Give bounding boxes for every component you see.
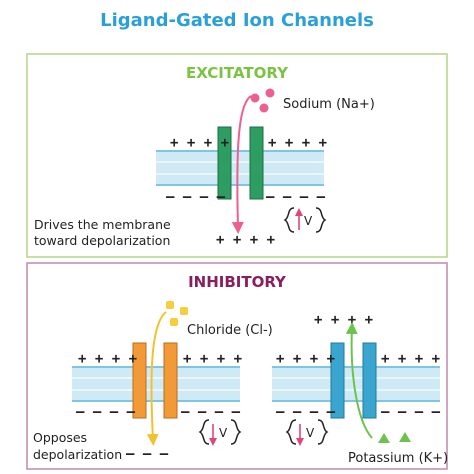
inhibitory-left-voltage-label: V bbox=[219, 426, 228, 440]
chloride-ions bbox=[166, 301, 188, 326]
potassium-channel-left bbox=[330, 342, 345, 419]
excitatory-top-charges-left: + + + + bbox=[170, 135, 229, 151]
potassium-efflux-arrow bbox=[345, 322, 373, 439]
inhibitory-caption-line1: Opposes bbox=[33, 430, 87, 445]
inhibitory-right-top-charges-left: + + + + bbox=[276, 351, 335, 367]
excitatory-top-charges-right: + + + + bbox=[268, 135, 327, 151]
chloride-influx-arrow bbox=[146, 311, 167, 446]
inhibitory-left-top-charges-left: + + + + bbox=[78, 351, 137, 367]
excitatory-caption-line1: Drives the membrane bbox=[34, 217, 171, 232]
excitatory-voltage-label: V bbox=[304, 214, 313, 228]
inhibitory-right-outside-charges: + + + + bbox=[314, 312, 373, 328]
inhibitory-left-voltage-indicator bbox=[198, 419, 242, 446]
page-title: Ligand-Gated Ion Channels bbox=[100, 10, 374, 31]
excitatory-bottom-charges-left: – – – – bbox=[166, 189, 226, 205]
excitatory-voltage-indicator bbox=[283, 207, 327, 233]
potassium-label: Potassium (K+) bbox=[348, 451, 448, 466]
inhibitory-panel bbox=[26, 262, 448, 470]
excitatory-caption-line2: toward depolarization bbox=[34, 233, 170, 248]
chloride-channel-left bbox=[132, 342, 147, 419]
excitatory-membrane bbox=[156, 150, 324, 186]
inhibitory-left-top-charges-right: + + + + bbox=[183, 351, 242, 367]
inhibitory-caption-line2: depolarization bbox=[33, 447, 122, 462]
potassium-channel-right bbox=[362, 342, 377, 419]
inhibitory-left-bottom-charges-right: – – – – bbox=[181, 404, 241, 420]
chloride-channel-right bbox=[163, 342, 178, 419]
sodium-label: Sodium (Na+) bbox=[283, 97, 375, 112]
potassium-ions bbox=[378, 432, 411, 443]
inhibitory-right-bottom-charges-left: – – – – bbox=[276, 404, 336, 420]
excitatory-channel-left bbox=[217, 126, 232, 200]
inhibitory-heading: INHIBITORY bbox=[188, 273, 287, 291]
inhibitory-right-voltage-indicator bbox=[285, 419, 329, 446]
inhibitory-right-top-charges-right: + + + + bbox=[381, 351, 440, 367]
inhibitory-right-bottom-charges-right: – – – – bbox=[381, 404, 441, 420]
excitatory-channel-right bbox=[249, 126, 264, 200]
excitatory-inside-charges: + + + + bbox=[216, 232, 275, 248]
inhibitory-left-inside-charges: – – – bbox=[126, 446, 169, 462]
inhibitory-left-bottom-charges-left: – – – – bbox=[76, 404, 136, 420]
inhibitory-left-membrane bbox=[72, 366, 240, 402]
excitatory-panel bbox=[26, 53, 448, 258]
sodium-ions bbox=[250, 88, 275, 113]
inhibitory-right-voltage-label: V bbox=[306, 426, 315, 440]
excitatory-heading: EXCITATORY bbox=[186, 64, 289, 82]
sodium-influx-arrow bbox=[231, 95, 252, 234]
excitatory-bottom-charges-right: – – – – bbox=[266, 189, 326, 205]
chloride-label: Chloride (Cl-) bbox=[187, 323, 273, 338]
